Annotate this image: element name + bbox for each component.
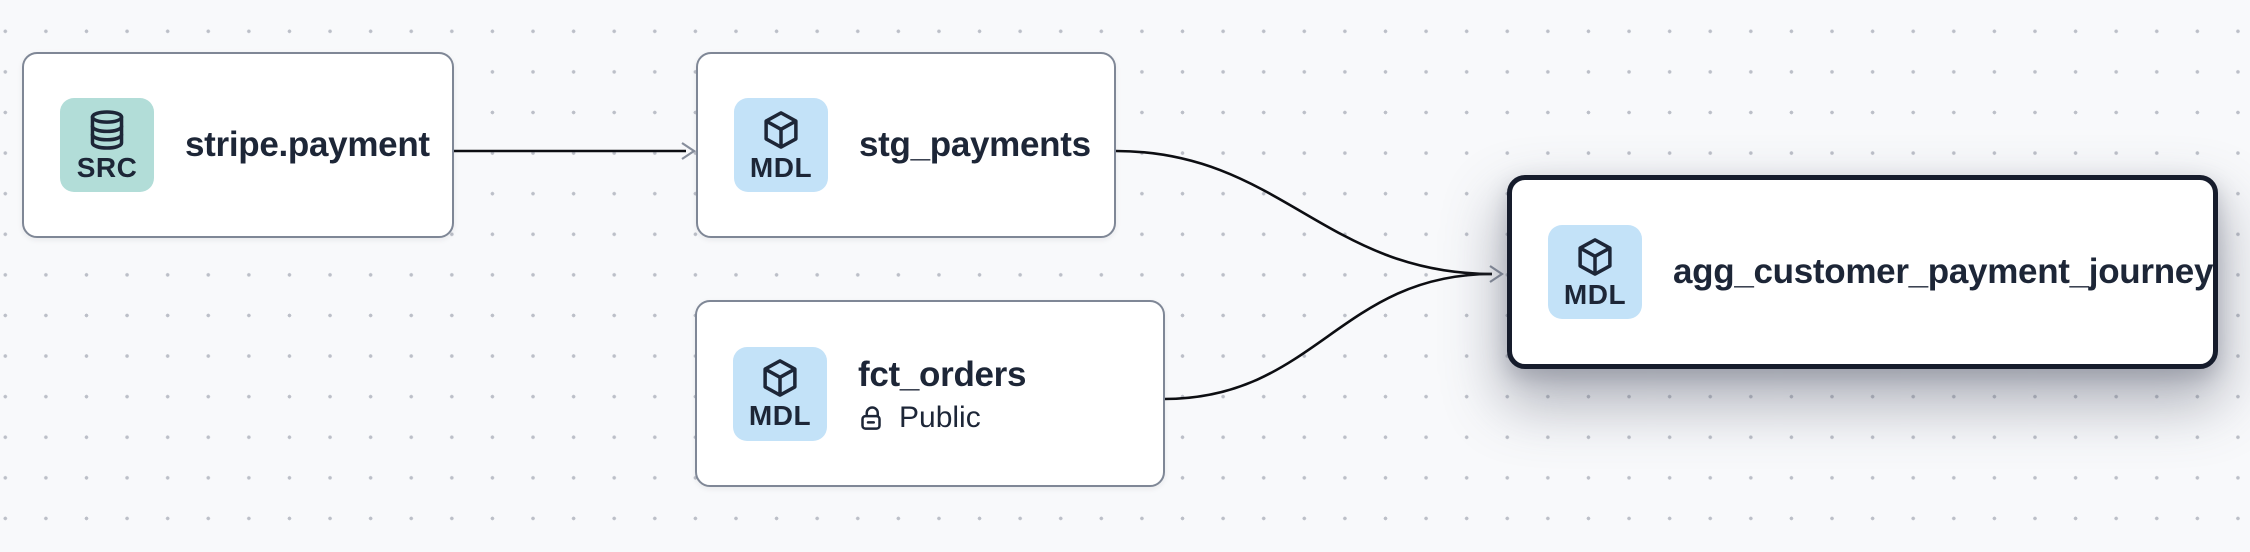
badge-label: MDL (748, 400, 812, 431)
cube-icon (1578, 237, 1612, 276)
model-type-badge: MDL (734, 98, 828, 192)
cube-icon (763, 359, 797, 397)
unlock-icon (861, 406, 881, 431)
node-title: agg_customer_payment_journey (1673, 252, 2214, 292)
access-label: Public (899, 401, 981, 435)
node-fct-orders[interactable]: MDL fct_orders Public (695, 300, 1165, 487)
node-title: fct_orders (858, 354, 1027, 394)
badge-label: MDL (749, 151, 813, 183)
access-badge: Public (858, 403, 1026, 433)
node-title: stripe.payment (185, 125, 430, 165)
node-title: stg_payments (859, 125, 1091, 165)
edge-stg-payments-to-agg-customer-payment-journey[interactable] (1115, 149, 1493, 276)
edge-fct-orders-to-agg-customer-payment-journey[interactable] (1163, 272, 1493, 401)
source-type-badge: SRC (60, 98, 154, 192)
node-stg-payments[interactable]: MDL stg_payments (696, 52, 1116, 238)
badge-label: SRC (76, 151, 138, 183)
node-agg-customer-payment-journey[interactable]: MDL agg_customer_payment_journey (1507, 175, 2218, 369)
model-type-badge: MDL (733, 346, 827, 441)
badge-label: MDL (1563, 278, 1627, 310)
cube-icon (764, 110, 798, 149)
database-icon (90, 109, 124, 150)
node-stripe-payment[interactable]: SRC stripe.payment (22, 52, 454, 238)
arrowhead-icon (1489, 265, 1504, 283)
arrowhead-icon (681, 142, 696, 160)
model-type-badge: MDL (1548, 225, 1642, 319)
